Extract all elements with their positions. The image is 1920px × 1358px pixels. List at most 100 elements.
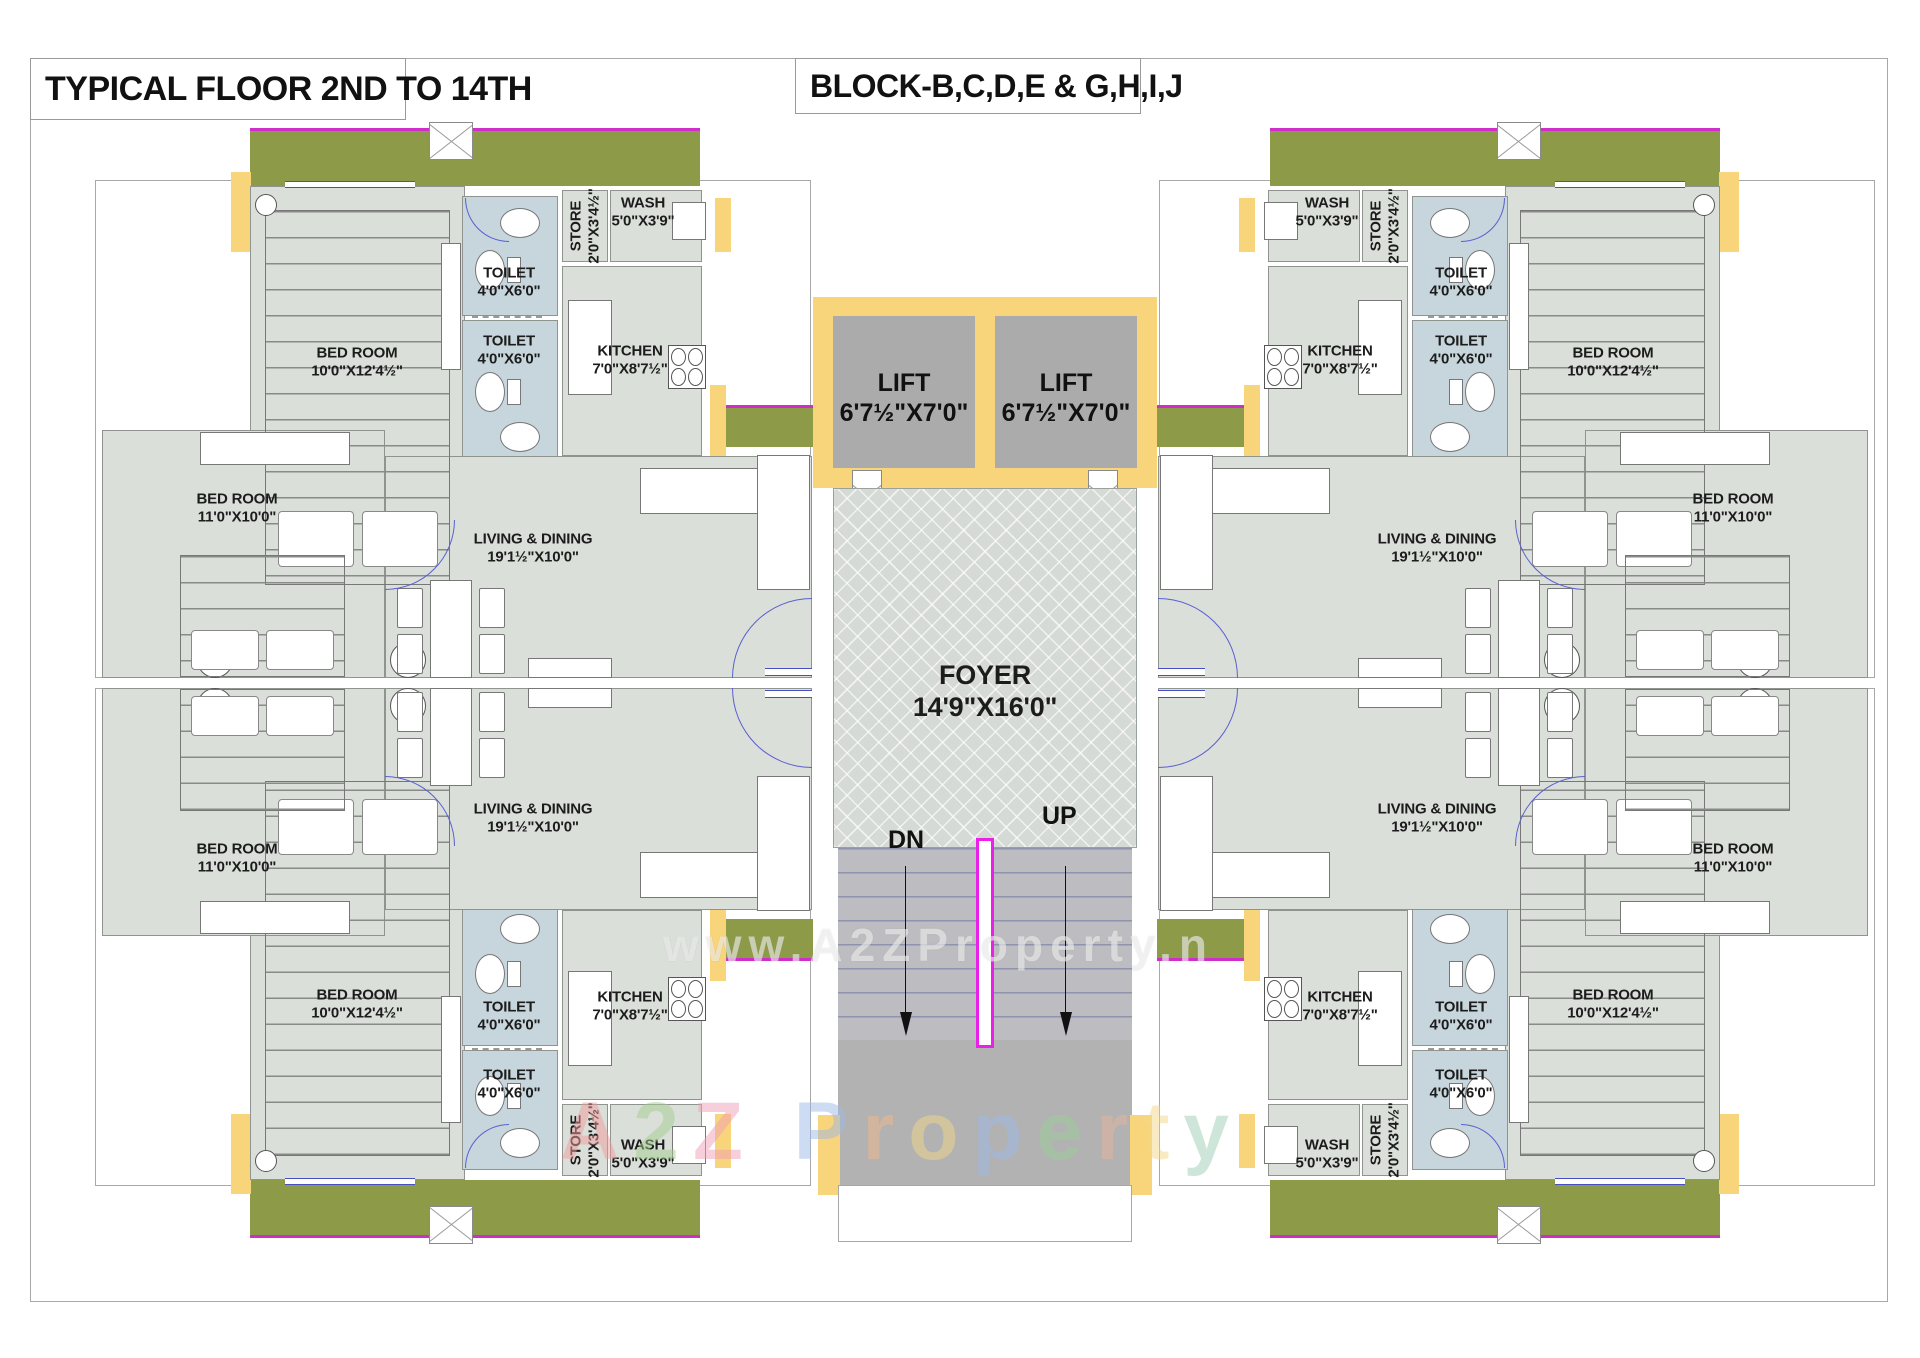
stair-arrow-head	[1060, 1012, 1072, 1036]
dining-chair	[397, 588, 423, 628]
dining-chair	[397, 692, 423, 732]
balcony-core-side	[1157, 405, 1244, 447]
foyer	[833, 488, 1137, 848]
tv-console	[1358, 658, 1442, 678]
column-accent	[818, 1115, 840, 1195]
column-marker	[255, 1150, 277, 1172]
watermark-letter: r	[862, 1086, 909, 1177]
wc-tank	[507, 379, 521, 405]
duct-shaft	[1497, 1206, 1541, 1244]
pillow	[1636, 630, 1704, 670]
watermark-letter: 2	[633, 1086, 693, 1177]
entrance-threshold	[765, 690, 812, 698]
tv-console	[528, 688, 612, 708]
sofa	[757, 776, 810, 911]
stove-icon	[1264, 977, 1302, 1021]
toilet-partition	[472, 1048, 542, 1050]
dining-table	[430, 688, 472, 786]
sofa	[1160, 776, 1213, 911]
wc-tank	[507, 961, 521, 987]
dining-chair	[479, 634, 505, 674]
dining-chair	[397, 738, 423, 778]
dining-chair	[1547, 588, 1573, 628]
dresser	[1620, 901, 1770, 934]
column-accent	[1130, 1115, 1152, 1195]
watermark-letter	[757, 1086, 794, 1177]
wardrobe	[1509, 243, 1529, 370]
window	[1555, 181, 1685, 188]
bed	[1625, 555, 1790, 677]
column-accent	[710, 385, 726, 462]
balcony-top	[250, 1180, 700, 1238]
window	[1555, 1178, 1685, 1185]
dining-chair	[1465, 634, 1491, 674]
column-accent	[715, 198, 731, 252]
stair-arrow-head	[900, 1012, 912, 1036]
watermark-letter: P	[793, 1086, 863, 1177]
bed	[1625, 689, 1790, 811]
watermark-letter: r	[1096, 1086, 1143, 1177]
watermark-letter: A	[560, 1086, 634, 1177]
pillow	[266, 696, 334, 736]
wc-icon	[475, 372, 505, 412]
dresser	[200, 901, 350, 934]
entrance-threshold	[1158, 690, 1205, 698]
wardrobe	[441, 996, 461, 1123]
washbasin-icon	[1430, 422, 1470, 452]
dining-chair	[479, 692, 505, 732]
entrance-threshold	[1158, 668, 1205, 676]
column-accent	[1244, 385, 1260, 462]
toilet-partition	[1428, 316, 1498, 318]
stair-dn-label: DN	[888, 826, 925, 854]
pillow	[191, 696, 259, 736]
wc-tank	[507, 257, 521, 283]
wash-sink	[1264, 202, 1298, 240]
pillow	[1711, 630, 1779, 670]
wash-sink	[672, 202, 706, 240]
bed	[180, 689, 345, 811]
window	[285, 1178, 415, 1185]
column-accent	[1239, 198, 1255, 252]
stair-up-label: UP	[1042, 802, 1077, 830]
sofa	[757, 455, 810, 590]
toilet-partition	[472, 316, 542, 318]
dining-chair	[1465, 588, 1491, 628]
dining-chair	[1465, 738, 1491, 778]
pillow	[191, 630, 259, 670]
dining-chair	[397, 634, 423, 674]
dresser	[200, 432, 350, 465]
stair-landing	[838, 1040, 1132, 1185]
wc-icon	[475, 250, 505, 290]
wc-icon	[1465, 372, 1495, 412]
column-marker	[255, 194, 277, 216]
washbasin-icon	[1430, 914, 1470, 944]
watermark-brand: A2Z Property	[560, 1085, 1243, 1179]
duct-shaft	[1497, 122, 1541, 160]
dining-table	[430, 580, 472, 678]
watermark-letter: y	[1183, 1086, 1243, 1177]
column-accent	[1719, 1114, 1739, 1194]
column-accent	[1244, 904, 1260, 981]
